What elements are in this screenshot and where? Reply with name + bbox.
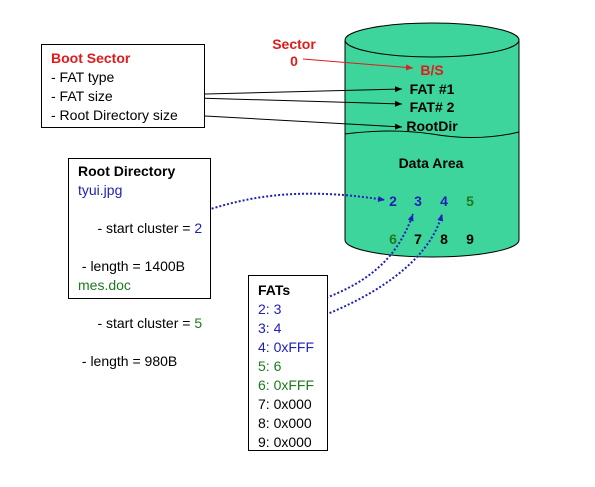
start-cluster-label: - start cluster = — [93, 220, 195, 236]
fat-entry: 4: 0xFFF — [258, 339, 315, 355]
boot-sector-item: - FAT size — [51, 88, 113, 104]
bs-label: B/S — [420, 62, 443, 78]
cluster-4: 4 — [440, 193, 448, 209]
fats-title: FATs — [258, 282, 291, 298]
fat-entry: 5: 6 — [258, 358, 282, 374]
file-start-cluster: - start cluster = 5 — [78, 295, 210, 352]
cluster-6: 6 — [389, 231, 397, 247]
rootdir-label: RootDir — [406, 118, 458, 134]
data-area-label: Data Area — [399, 155, 464, 171]
start-cluster-value: 2 — [194, 220, 203, 236]
boot-sector-item: - Root Directory size — [51, 107, 178, 123]
file-start-cluster: - start cluster = 2 — [78, 200, 210, 257]
fat-entry: 8: 0x000 — [258, 415, 312, 431]
arrow-rootdir-size-to-rootdir — [204, 115, 403, 130]
sector-number: 0 — [290, 53, 298, 69]
boot-sector-title: Boot Sector — [51, 50, 131, 66]
cluster-9: 9 — [466, 231, 474, 247]
disk-divider — [344, 130, 520, 139]
fat-entry: 9: 0x000 — [258, 434, 312, 450]
pointer-fat3-to-cluster4 — [291, 213, 444, 328]
start-cluster-value: 5 — [194, 315, 203, 331]
cluster-7: 7 — [414, 231, 422, 247]
disk-cylinder — [344, 22, 520, 258]
root-directory-title: Root Directory — [78, 163, 176, 179]
cluster-2: 2 — [389, 193, 397, 209]
fats-box: FATs 2: 3 3: 4 4: 0xFFF 5: 6 6: 0xFFF 7:… — [248, 275, 328, 451]
root-directory-box: Root Directory tyui.jpg - start cluster … — [68, 158, 211, 369]
file-name-mes: mes.doc — [78, 277, 131, 293]
fat-entry: 3: 4 — [258, 320, 282, 336]
boot-sector-box: Boot Sector - FAT type - FAT size - Root… — [41, 44, 205, 128]
boot-sector-item: - FAT type — [51, 69, 115, 85]
arrow-sector-to-bs — [302, 58, 414, 71]
disk-body — [344, 39, 520, 258]
cluster-5: 5 — [466, 193, 474, 209]
file-length: - length = 1400B — [78, 258, 186, 274]
file-name-tyui: tyui.jpg — [78, 182, 123, 198]
fat-entry: 6: 0xFFF — [258, 377, 315, 393]
cluster-3: 3 — [414, 193, 422, 209]
start-cluster-label: - start cluster = — [93, 315, 195, 331]
cluster-8: 8 — [440, 231, 448, 247]
fat-entry: 7: 0x000 — [258, 396, 312, 412]
fat1-label: FAT #1 — [410, 81, 455, 97]
sector-label: Sector — [272, 36, 316, 52]
fat2-label: FAT# 2 — [410, 99, 455, 115]
disk-top — [344, 22, 520, 58]
file-length: - length = 980B — [78, 353, 178, 369]
fat-entry: 2: 3 — [258, 301, 282, 317]
